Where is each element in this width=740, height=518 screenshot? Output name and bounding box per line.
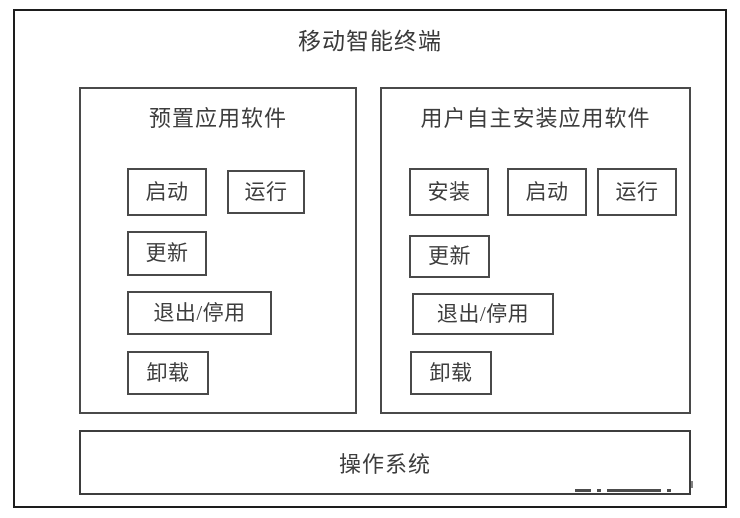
action-box-user-installed-3[interactable]: 更新 — [409, 235, 490, 278]
action-box-user-installed-5[interactable]: 卸载 — [410, 351, 492, 395]
action-box-label: 退出/停用 — [436, 301, 530, 326]
action-box-preinstalled-0[interactable]: 启动 — [127, 168, 207, 216]
action-box-user-installed-1[interactable]: 启动 — [507, 168, 587, 216]
action-box-label: 安装 — [427, 179, 471, 204]
panel-user-installed-software-title: 用户自主安装应用软件 — [420, 106, 651, 131]
action-box-preinstalled-4[interactable]: 卸载 — [127, 351, 209, 395]
action-box-preinstalled-2[interactable]: 更新 — [127, 231, 207, 276]
scan-artifact-line — [575, 489, 693, 492]
action-box-preinstalled-3[interactable]: 退出/停用 — [127, 291, 272, 335]
action-box-label: 更新 — [428, 244, 471, 268]
panel-user-installed-software-actions: 安装 启动 运行更新退出/停用卸载 — [382, 89, 689, 412]
action-box-label: 更新 — [145, 241, 189, 265]
action-box-label: 退出/停用 — [153, 300, 246, 325]
action-box-user-installed-0[interactable]: 安装 — [409, 168, 489, 216]
action-box-preinstalled-1[interactable]: 运行 — [227, 170, 305, 214]
operating-system-label: 操作系统 — [338, 451, 431, 477]
action-box-label: 卸载 — [429, 360, 473, 385]
action-box-label: 运行 — [615, 179, 659, 204]
action-box-label: 运行 — [244, 179, 288, 204]
action-box-label: 启动 — [145, 179, 189, 204]
panel-user-installed-software: 用户自主安装应用软件 安装 启动 运行更新退出/停用卸载 — [380, 87, 691, 414]
mobile-smart-terminal-frame: 移动智能终端 预置应用软件 启动 运行更新退出/停用卸载 用户自主安装应用软件 安… — [13, 9, 727, 508]
action-box-user-installed-2[interactable]: 运行 — [597, 168, 677, 216]
diagram-title: 移动智能终端 — [298, 29, 442, 54]
action-box-label: 卸载 — [146, 360, 190, 385]
panel-preinstalled-software: 预置应用软件 启动 运行更新退出/停用卸载 — [79, 87, 357, 414]
action-box-label: 启动 — [525, 179, 569, 204]
panel-preinstalled-software-actions: 启动 运行更新退出/停用卸载 — [81, 89, 355, 412]
operating-system-box: 操作系统 — [79, 430, 691, 495]
panel-preinstalled-software-title: 预置应用软件 — [148, 106, 287, 131]
action-box-user-installed-4[interactable]: 退出/停用 — [412, 293, 554, 335]
scan-artifact-tick — [691, 481, 693, 488]
